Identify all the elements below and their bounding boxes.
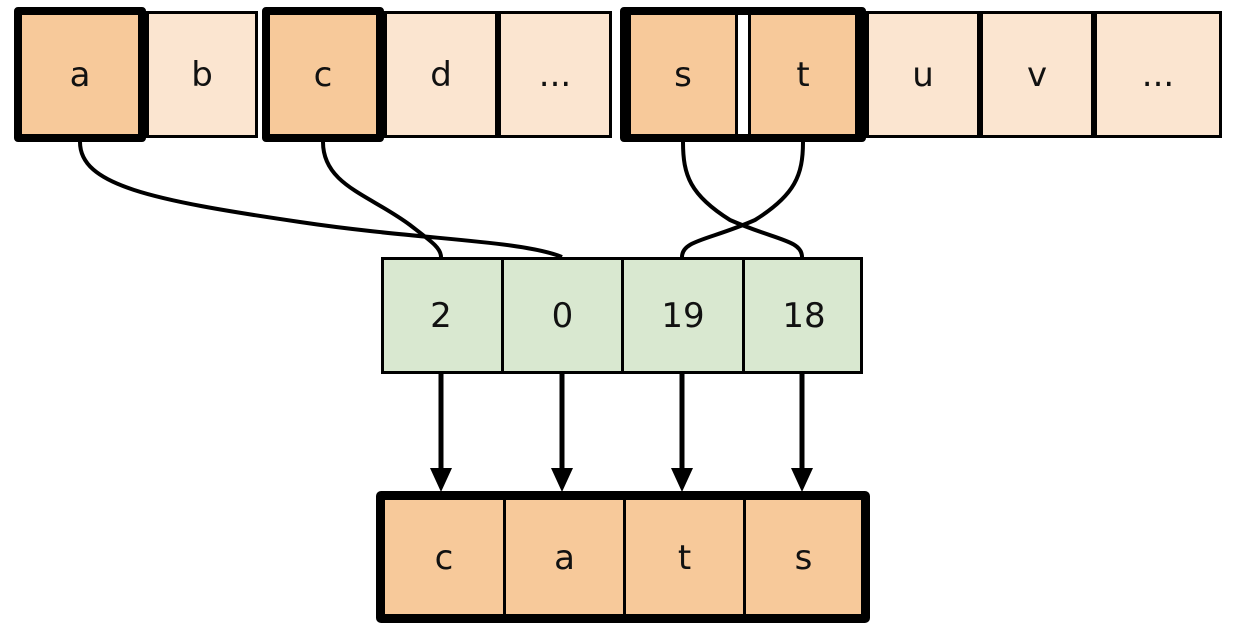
alphabet-cell-b[interactable]: b — [146, 11, 258, 138]
index-cell-1[interactable]: 0 — [551, 295, 574, 336]
alphabet-cell-u[interactable]: u — [866, 11, 980, 138]
arrow-index0-to-output0 — [430, 374, 452, 492]
output-cell-3[interactable]: s — [794, 538, 813, 578]
alphabet-cell-ellipsis-2[interactable]: ... — [1094, 11, 1222, 138]
wire-s-to-index3 — [681, 141, 804, 258]
arrow-index3-to-output3 — [791, 374, 813, 492]
alphabet-cell-c[interactable]: c — [266, 11, 380, 138]
alphabet-cell-s[interactable]: s — [628, 11, 738, 138]
output-divider-2 — [623, 500, 626, 616]
alphabet-cell-t[interactable]: t — [748, 11, 858, 138]
wire-c-to-index0 — [321, 141, 443, 258]
output-cell-1[interactable]: a — [554, 538, 575, 578]
arrow-index2-to-output2 — [671, 374, 693, 492]
output-divider-1 — [503, 500, 506, 616]
alphabet-cell-ellipsis-1[interactable]: ... — [498, 11, 612, 138]
output-divider-3 — [743, 500, 746, 616]
index-divider-2 — [621, 257, 624, 374]
wire-a-to-index1 — [78, 141, 563, 259]
index-divider-1 — [501, 257, 504, 374]
alphabet-cell-v[interactable]: v — [980, 11, 1094, 138]
output-cell-0[interactable]: c — [434, 538, 454, 578]
output-cell-2[interactable]: t — [677, 538, 692, 578]
alphabet-cell-a[interactable]: a — [18, 11, 142, 138]
index-divider-3 — [742, 257, 745, 374]
arrow-index1-to-output1 — [551, 374, 573, 492]
index-cell-0[interactable]: 2 — [430, 295, 452, 336]
wire-t-to-index2 — [680, 141, 805, 258]
index-cell-3[interactable]: 18 — [782, 295, 826, 336]
alphabet-cell-d[interactable]: d — [384, 11, 498, 138]
index-cell-2[interactable]: 19 — [661, 295, 705, 336]
